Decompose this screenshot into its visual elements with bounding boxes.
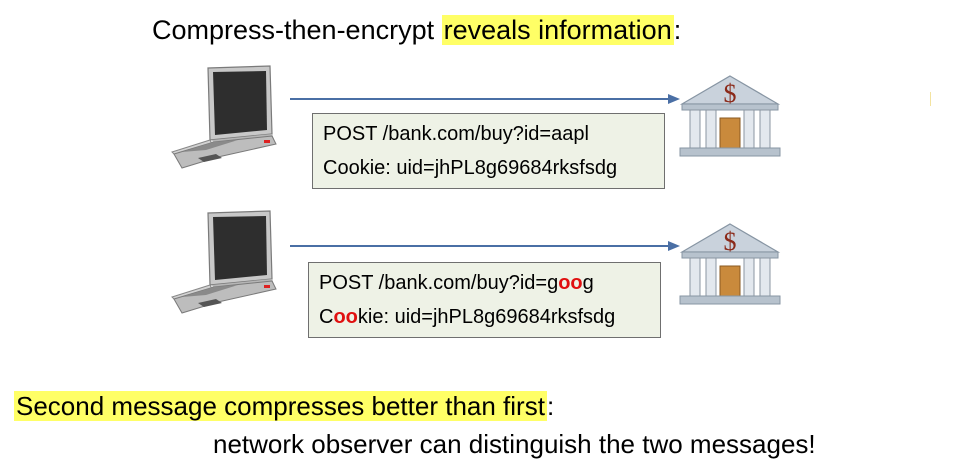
message-1-line-2: Cookie: uid=jhPL8g69684rksfsdg [323,157,618,179]
arrow-1 [290,94,680,104]
conclusion-highlight: Second message compresses better than fi… [14,391,547,421]
message-1-line-1: POST /bank.com/buy?id=aapl [323,123,589,145]
message-2-line-1-part-a: POST /bank.com/buy?id=g [319,272,559,294]
message-2-line-1-part-b: g [582,272,594,294]
slide-title: Compress-then-encrypt reveals informatio… [152,12,681,48]
decorative-tick [930,92,931,106]
laptop-icon [171,65,277,169]
dollar-sign: $ [724,227,737,256]
conclusion-line-2: network observer can distinguish the two… [213,429,816,459]
message-2-line-2-emphasis: oo [333,306,358,328]
message-box-2: POST /bank.com/buy?id=goog Cookie: uid=j… [308,262,661,338]
message-2-line-1: POST /bank.com/buy?id=goog [319,266,650,300]
title-suffix: : [673,15,682,45]
bank-icon: $ [679,223,781,305]
conclusion-line-1: Second message compresses better than fi… [14,388,554,424]
message-2-line-2: Cookie: uid=jhPL8g69684rksfsdg [319,300,650,334]
message-2-line-2-part-a: C [319,306,334,328]
message-box-1: POST /bank.com/buy?id=aapl Cookie: uid=j… [312,113,665,189]
message-2-line-2-part-b: kie: uid=jhPL8g69684rksfsdg [357,306,616,328]
laptop-icon [171,210,277,314]
title-highlight: reveals information [441,15,674,45]
dollar-sign: $ [724,79,737,108]
arrow-2 [290,241,680,251]
title-prefix: Compress-then-encrypt [152,15,442,45]
message-2-line-1-emphasis: oo [558,272,583,294]
bank-icon: $ [679,75,781,157]
conclusion-suffix: : [546,391,555,421]
